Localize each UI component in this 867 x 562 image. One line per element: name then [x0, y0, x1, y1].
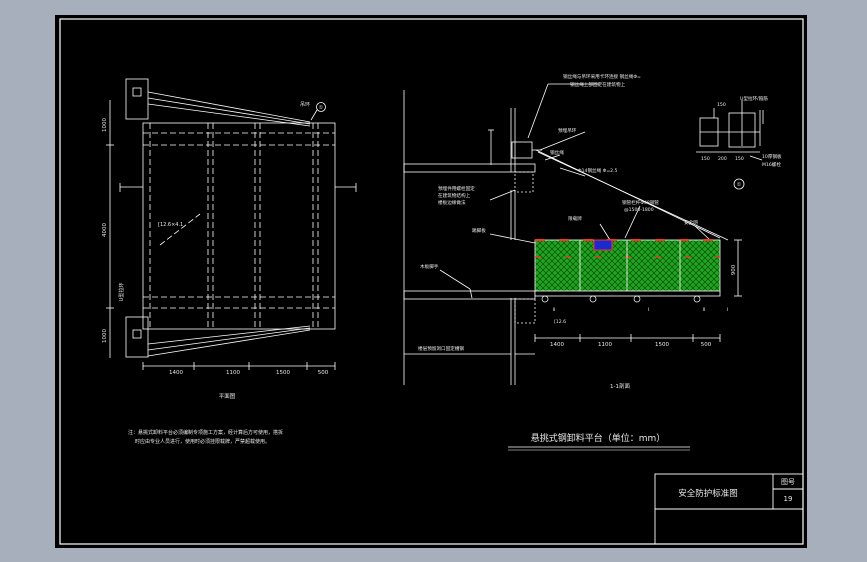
detail-callout-circle	[733, 178, 745, 190]
upper-slab	[403, 163, 536, 173]
plan-dim-bottom-3: 1500	[276, 370, 290, 376]
plan-anchor-bottom	[125, 316, 149, 358]
title-block-name: 安全防护标准图	[678, 488, 738, 499]
label-red-sign: 限载牌	[568, 215, 582, 222]
detail-labels: U型拉环/箍筋 150 150 200 150 10厚钢板 M16螺栓 ①	[701, 95, 782, 188]
platform-section	[534, 239, 721, 303]
plan-left-note: U型拉环	[118, 283, 125, 302]
section-caption: 1-1剖面	[610, 382, 630, 390]
label-guardrail: 钢管栏杆Φ48钢管	[622, 199, 659, 206]
section-dim-height: 900	[731, 264, 737, 275]
section-view	[403, 83, 742, 385]
plan-dim-bottom-4: 500	[318, 370, 329, 376]
plan-labels: 1000 4000 1000 1400 1100 1500 500 平面图 [1…	[102, 102, 329, 400]
label-steel-plate: 踢脚板	[472, 227, 486, 234]
plan-dim-bottom-1: 1400	[169, 370, 183, 376]
detail-dim-top: 150	[717, 102, 726, 108]
plan-dim-vertical-2: 4000	[102, 223, 108, 237]
label-wire-spec: Φ14钢丝绳 Φ=2.5	[578, 167, 618, 174]
section-dim-1: 1400	[550, 342, 564, 348]
label-rail-spacing: @1500-1800	[624, 207, 654, 213]
label-rail-top: 安全网	[684, 219, 698, 226]
title-block	[654, 473, 804, 545]
section-tag-4: Ⅰ	[727, 307, 728, 313]
detail-dim-bottom-2: 200	[718, 156, 727, 162]
detail-side-label-2: M16螺栓	[762, 161, 781, 168]
section-dim-4: 500	[701, 342, 712, 348]
detail-callout-no: ①	[737, 182, 742, 188]
label-floor-beam: [12.6	[554, 319, 566, 325]
detail-view	[696, 100, 764, 190]
platform-deck	[534, 290, 721, 297]
title-block-sheet-no: 19	[784, 495, 793, 503]
plan-dim-bottom-2: 1100	[226, 370, 240, 376]
section-labels: 钢丝绳与吊环采用卡环连接 钢丝绳Φ= 钢丝绳上部固定在建筑物上 预埋吊环 钢丝绳…	[418, 73, 737, 390]
detail-dim-bottom-3: 150	[735, 156, 744, 162]
detail-title-label: U型拉环/箍筋	[740, 95, 768, 102]
detail-side-label-1: 10厚钢板	[762, 153, 782, 160]
load-limit-sign	[593, 239, 613, 251]
main-title: 悬挑式钢卸料平台（单位：mm）	[531, 432, 666, 444]
label-beam-note-3: 楼板边缘做法	[438, 199, 466, 206]
note-line-2: 时应由专业人员进行，使用时必须挂限载牌，严禁超载使用。	[135, 438, 270, 445]
section-dim-2: 1100	[598, 342, 612, 348]
plan-dim-vertical-3: 1000	[102, 329, 108, 343]
plan-dim-vertical-1: 1000	[102, 118, 108, 132]
plan-channel-label: [12.6×4.1	[158, 222, 183, 228]
detail-dim-bottom-1: 150	[701, 156, 710, 162]
sheet-border	[59, 18, 804, 545]
label-floor-note: 楼层预留洞口固定槽钢	[418, 345, 464, 352]
section-tag-2: Ⅰ	[648, 307, 649, 313]
plan-anchor-top	[125, 78, 149, 120]
plan-callout-no: ①	[319, 105, 324, 111]
note-line-1: 注：悬挑式卸料平台必须编制专项施工方案，经计算后方可使用，搭拆	[128, 429, 283, 436]
label-skirting: 木板脚手	[420, 263, 439, 270]
label-wire-anchor: 预埋吊环	[558, 127, 577, 134]
notes: 注：悬挑式卸料平台必须编制专项施工方案，经计算后方可使用，搭拆 时应由专业人员进…	[128, 429, 283, 445]
plan-callout-label: 吊环	[300, 102, 310, 108]
title-block-sheet-label: 图号	[781, 478, 795, 486]
label-wire-rope: 钢丝绳	[550, 149, 564, 156]
section-dim-3: 1500	[655, 342, 669, 348]
section-top-note-1: 钢丝绳与吊环采用卡环连接 钢丝绳Φ=	[563, 73, 641, 80]
section-top-note-2: 钢丝绳上部固定在建筑物上	[570, 81, 626, 88]
label-beam-note-1: 预埋件用螺栓固定	[438, 185, 475, 192]
platform-mesh	[534, 239, 721, 293]
section-tag-1: Ⅱ	[553, 307, 555, 313]
label-beam-note-2: 在建筑物结构上	[438, 192, 471, 199]
plan-view	[106, 78, 357, 370]
plan-caption: 平面图	[219, 392, 236, 400]
section-tag-3: Ⅱ	[703, 307, 705, 313]
plan-platform-frame	[142, 122, 336, 330]
